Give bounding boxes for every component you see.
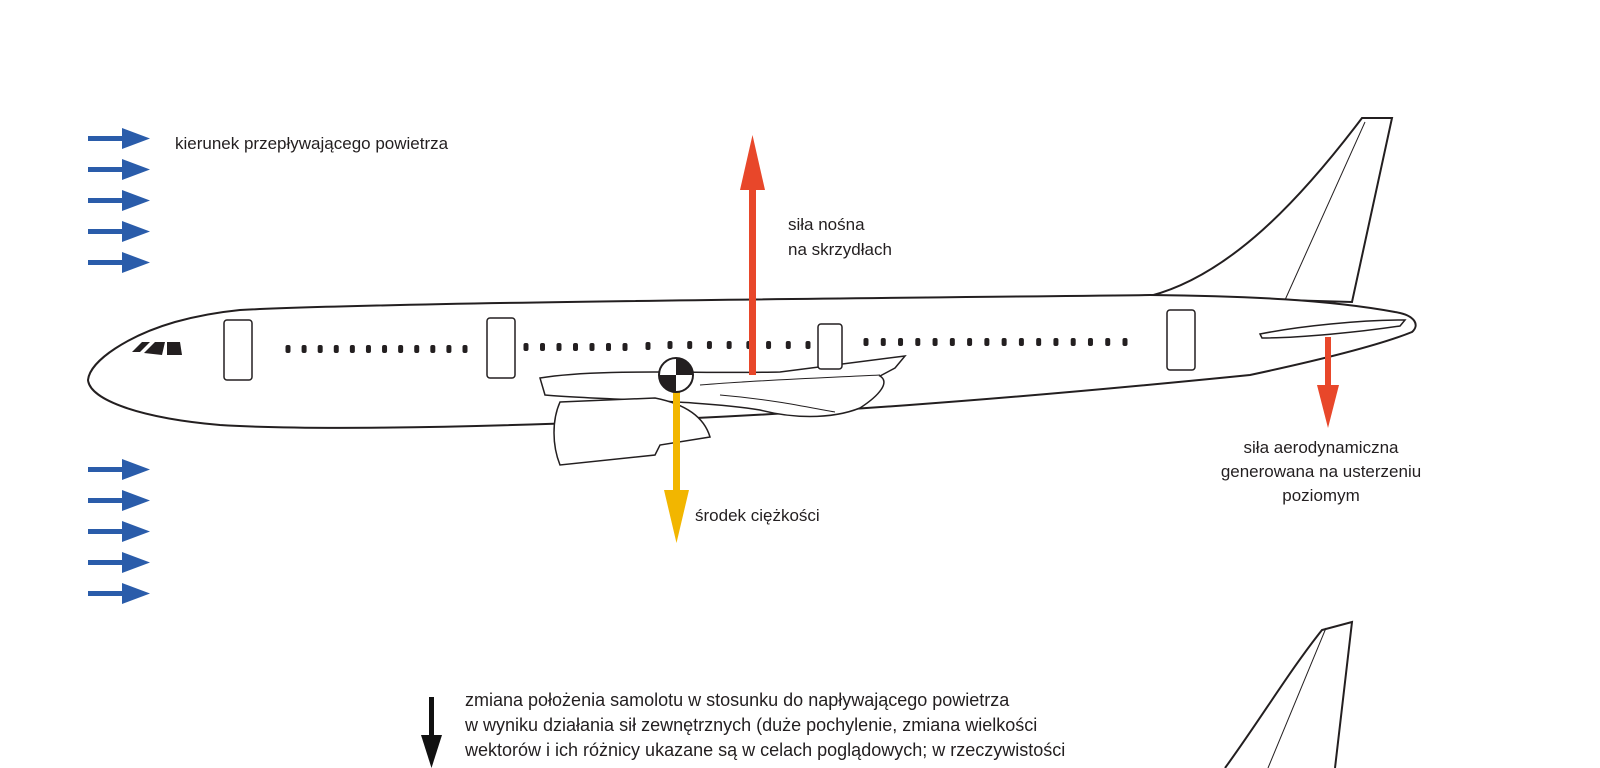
airflow-arrow-icon <box>88 190 150 211</box>
cabin-window <box>805 341 811 349</box>
cabin-window <box>967 338 973 346</box>
airflow-arrow-icon <box>88 583 150 604</box>
cabin-window <box>915 338 921 346</box>
door <box>1166 309 1196 371</box>
cabin-window <box>932 338 938 346</box>
cabin-window <box>606 343 611 351</box>
cabin-window <box>285 345 291 353</box>
cabin-window <box>523 343 529 351</box>
lift-label-line2: na skrzydłach <box>788 240 892 259</box>
cg-label: środek ciężkości <box>695 506 820 525</box>
caption-line2: w wyniku działania sił zewnętrznych (duż… <box>464 715 1037 735</box>
tail-force-arrow-icon <box>1317 337 1339 428</box>
caption-line3: wektorów i ich różnicy ukazane są w cela… <box>464 740 1065 760</box>
cabin-window <box>766 341 772 349</box>
cabin-window <box>301 345 307 353</box>
cabin-window <box>1087 338 1093 346</box>
cabin-windows <box>285 338 1128 353</box>
tail-force-label-line2: generowana na usterzeniu <box>1221 462 1421 481</box>
cabin-window <box>430 345 436 353</box>
cabin-window <box>1122 338 1128 346</box>
door <box>817 323 843 370</box>
airflow-arrow-icon <box>88 521 150 542</box>
cabin-window <box>333 345 339 353</box>
cabin-window <box>949 338 955 346</box>
airflow-label: kierunek przepływającego powietrza <box>175 134 449 153</box>
center-of-gravity-icon <box>658 357 694 393</box>
cabin-window <box>880 338 886 346</box>
lift-label-line1: siła nośna <box>788 215 865 234</box>
cabin-window <box>726 341 732 349</box>
cabin-window <box>706 341 712 349</box>
horizontal-stabilizer <box>1258 319 1407 339</box>
cabin-window <box>462 345 468 353</box>
cabin-window <box>1053 338 1059 346</box>
airflow-arrows-bottom <box>88 459 150 604</box>
cabin-window <box>573 343 578 351</box>
cabin-window <box>556 343 562 351</box>
down-arrow-icon <box>421 697 442 768</box>
cabin-window <box>1001 338 1007 346</box>
cabin-window <box>446 345 452 353</box>
tail-fin <box>1149 117 1394 304</box>
cabin-window <box>398 345 404 353</box>
cabin-window <box>622 343 628 351</box>
cabin-window <box>589 343 595 351</box>
cabin-window <box>898 338 904 346</box>
cabin-window <box>1105 338 1111 346</box>
airflow-arrow-icon <box>88 159 150 180</box>
cabin-window <box>349 345 355 353</box>
second-aircraft-tail <box>1224 620 1354 768</box>
cabin-window <box>365 345 371 353</box>
cabin-window <box>1070 338 1076 346</box>
cabin-window <box>687 341 693 349</box>
airflow-arrow-icon <box>88 252 150 273</box>
gravity-arrow-icon <box>664 385 689 543</box>
cabin-window <box>667 341 673 349</box>
airflow-arrow-icon <box>88 221 150 242</box>
cabin-window <box>863 338 869 346</box>
airflow-arrow-icon <box>88 552 150 573</box>
cabin-window <box>645 342 651 350</box>
cabin-window <box>984 338 990 346</box>
cabin-window <box>540 343 545 351</box>
cockpit-windows <box>132 342 182 355</box>
door <box>223 319 253 381</box>
cabin-window <box>382 345 388 353</box>
tail-force-label-line3: poziomym <box>1282 486 1359 505</box>
airflow-arrow-icon <box>88 490 150 511</box>
cabin-window <box>785 341 791 349</box>
cabin-window <box>1036 338 1042 346</box>
tail-force-label-line1: siła aerodynamiczna <box>1244 438 1400 457</box>
airflow-arrow-icon <box>88 459 150 480</box>
cabin-window <box>1018 338 1024 346</box>
cabin-window <box>317 345 323 353</box>
caption-line1: zmiana położenia samolotu w stosunku do … <box>465 690 1010 710</box>
door <box>486 317 516 379</box>
lift-arrow-icon <box>740 135 765 375</box>
airflow-arrows-top <box>88 128 150 273</box>
cabin-window <box>414 345 420 353</box>
airflow-arrow-icon <box>88 128 150 149</box>
